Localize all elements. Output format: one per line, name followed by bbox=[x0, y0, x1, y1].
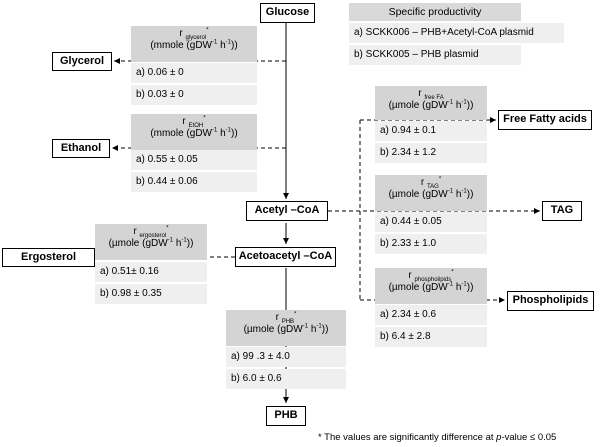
rate-value-glycerol-b: b) 0.03 ± 0 bbox=[131, 85, 257, 105]
rate-header-free-fa: r free FA (µmole (gDW-1 h-1)) bbox=[375, 86, 487, 120]
rate-value-phospholipids-b: b) 6.4 ± 2.8 bbox=[375, 327, 487, 347]
node-ergosterol: Ergosterol bbox=[2, 248, 95, 267]
rate-value-phb-a: a) 99 .3 ± 4.0 bbox=[226, 347, 346, 367]
legend-strain-a: a) SCKK006 – PHB+Acetyl-CoA plasmid bbox=[349, 23, 564, 43]
significance-footnote: * The values are significantly differenc… bbox=[318, 432, 557, 443]
rate-value-ergosterol-a: a) 0.51± 0.16 bbox=[95, 262, 207, 282]
rate-value-tag-a: a) 0.44 ± 0.05 bbox=[375, 212, 487, 232]
node-phospholipids: Phospholipids bbox=[507, 291, 594, 311]
rate-value-tag-b: b) 2.33 ± 1.0 bbox=[375, 234, 487, 254]
rate-value-glycerol-a: a) 0.06 ± 0 bbox=[131, 63, 257, 83]
node-tag: TAG bbox=[542, 201, 582, 221]
legend-title: Specific productivity bbox=[349, 3, 521, 21]
rate-header-glycerol: r glycerol* (mmole (gDW-1 h-1)) bbox=[131, 26, 257, 62]
rate-value-free-fa-b: b) 2.34 ± 1.2 bbox=[375, 143, 487, 163]
rate-header-ergosterol: r ergosterol* (µmole (gDW-1 h-1)) bbox=[95, 224, 207, 260]
rate-value-free-fa-a: a) 0.94 ± 0.1 bbox=[375, 121, 487, 141]
rate-header-phospholipids: r phospholipids* (µmole (gDW-1 h-1)) bbox=[375, 268, 487, 304]
rate-value-phospholipids-a: a) 2.34 ± 0.6 bbox=[375, 305, 487, 325]
node-free-fatty-acids: Free Fatty acids bbox=[498, 110, 592, 130]
rate-value-ethanol-b: b) 0.44 ± 0.06 bbox=[131, 172, 257, 192]
node-glucose: Glucose bbox=[260, 3, 315, 23]
node-ethanol: Ethanol bbox=[52, 139, 110, 158]
legend-strain-b: b) SCKK005 – PHB plasmid bbox=[349, 45, 521, 65]
node-acetyl-coa: Acetyl –CoA bbox=[246, 201, 328, 221]
node-glycerol: Glycerol bbox=[52, 52, 112, 71]
rate-value-ethanol-a: a) 0.55 ± 0.05 bbox=[131, 150, 257, 170]
node-acetoacetyl-coa: Acetoacetyl –CoA bbox=[235, 247, 336, 267]
rate-value-phb-b: b) 6.0 ± 0.6 bbox=[226, 369, 346, 389]
rate-value-ergosterol-b: b) 0.98 ± 0.35 bbox=[95, 284, 207, 304]
rate-header-tag: r TAG* (µmole (gDW-1 h-1)) bbox=[375, 175, 487, 211]
rate-header-ethanol: r EtOH* (mmole (gDW-1 h-1)) bbox=[131, 114, 257, 150]
node-phb: PHB bbox=[266, 406, 306, 426]
rate-header-phb: r PHB* (µmole (gDW-1 h-1)) bbox=[226, 310, 346, 346]
